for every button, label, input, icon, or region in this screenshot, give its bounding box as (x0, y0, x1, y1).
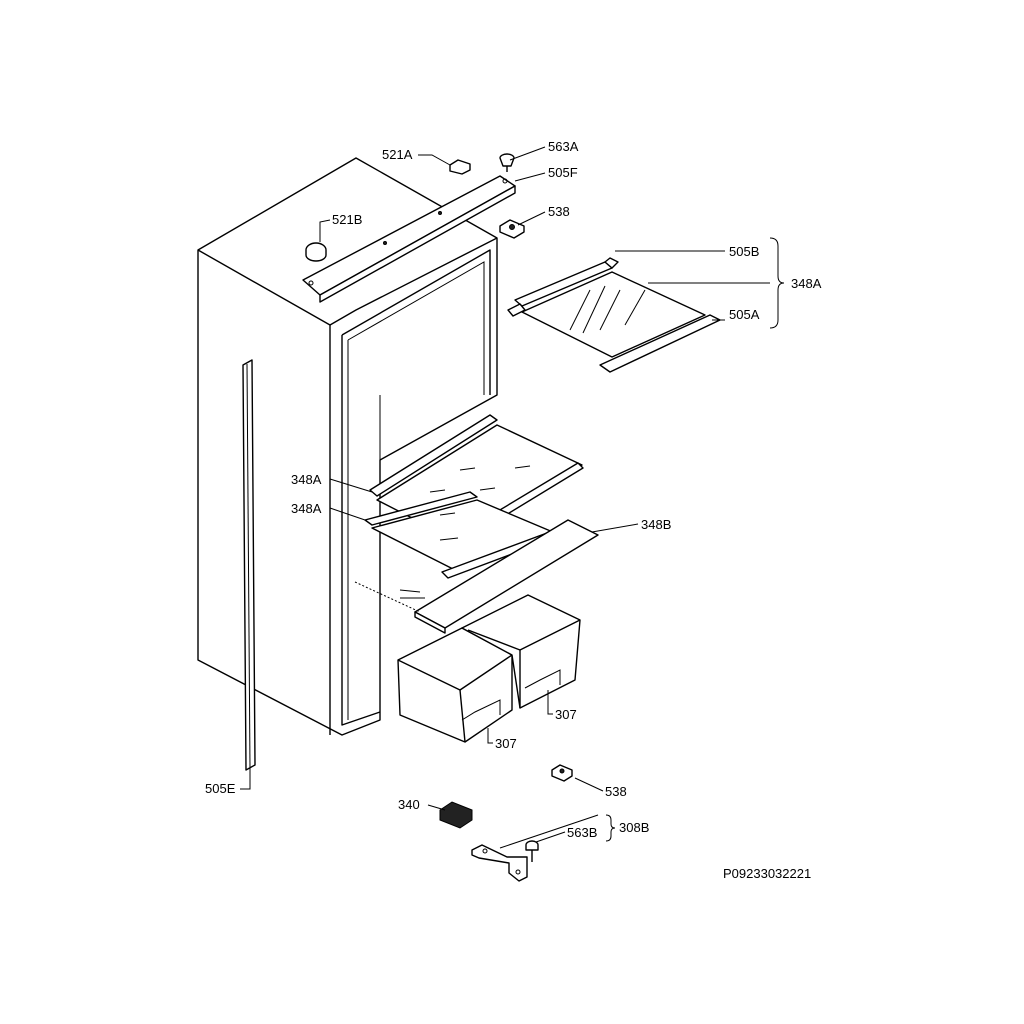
hinge-bracket-308b (471, 844, 528, 882)
part-label-308b: 308B (619, 820, 650, 835)
part-label-348a-upper: 348A (291, 472, 322, 487)
part-label-505b: 505B (729, 244, 760, 259)
cap-521a (449, 159, 471, 175)
cap-521b (305, 242, 327, 262)
crisper-drawer-307-right (461, 594, 581, 709)
glass-shelf-348a-exploded (507, 257, 721, 373)
top-bracket-505f (302, 175, 516, 303)
part-label-340: 340 (398, 797, 420, 812)
part-label-505f: 505F (548, 165, 578, 180)
part-label-505a: 505A (729, 307, 760, 322)
hinge-538-top (499, 219, 525, 239)
hinge-538-bottom (551, 764, 573, 782)
crisper-cover-348b (354, 519, 599, 634)
part-label-307-right: 307 (555, 707, 577, 722)
cover-340 (439, 801, 473, 829)
part-label-307-left: 307 (495, 736, 517, 751)
screw-563a (499, 153, 515, 172)
part-label-348a-lower: 348A (291, 501, 322, 516)
part-label-505e: 505E (205, 781, 236, 796)
part-label-521a: 521A (382, 147, 413, 162)
part-label-563b: 563B (567, 825, 598, 840)
drawing-code: P09233032221 (723, 866, 812, 881)
screw-563b (525, 840, 539, 862)
part-label-348b: 348B (641, 517, 672, 532)
part-label-538-bottom: 538 (605, 784, 627, 799)
leader-lines (240, 146, 785, 849)
part-label-563a: 563A (548, 139, 579, 154)
part-label-348a-group: 348A (791, 276, 822, 291)
door-strip-505e (242, 359, 256, 771)
part-label-538-top: 538 (548, 204, 570, 219)
part-label-521b: 521B (332, 212, 363, 227)
